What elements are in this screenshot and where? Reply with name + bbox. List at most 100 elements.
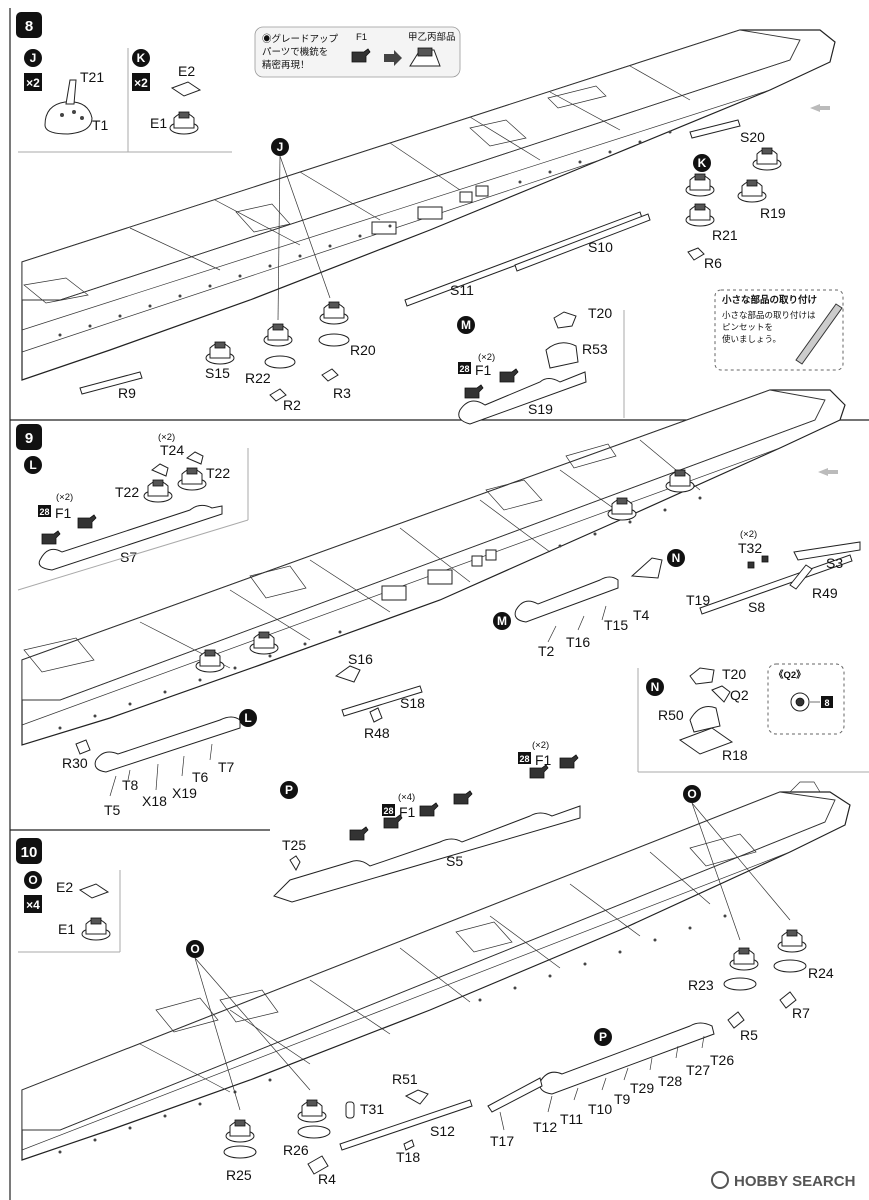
porthole-row [58,496,702,730]
callout-p: P [594,1028,612,1046]
step-8: 8 J ×2 T21 T1 K ×2 E2 E1 ◉グレードアップ パーツで機銃 [16,12,844,425]
watermark-text: HOBBY SEARCH [734,1173,855,1190]
part-label: F1 [399,804,416,820]
callout-j: J [271,138,289,156]
qty-badge: ×4 [26,898,40,912]
part-label: R2 [283,397,301,413]
svg-text:K: K [698,156,707,170]
callout-letter: P [285,783,293,797]
part-label: E1 [150,115,167,131]
carrier-hull [21,29,836,381]
part-label: T6 [192,769,209,785]
part-label: F1 [55,505,72,521]
gun-tub-strip [458,371,587,425]
subassembly-k: K ×2 E2 E1 [132,49,202,135]
step-10: 10 O ×4 E2 E1 [16,781,851,1187]
svg-text:M: M [497,614,507,628]
part-label: T16 [566,634,590,650]
part-label: T7 [218,759,235,775]
part-label: T4 [633,607,650,623]
part-label: T20 [722,666,746,682]
paint-badge: 28 [383,806,393,816]
part-label: X19 [172,785,197,801]
tip-line3: 使いましょう。 [722,334,781,344]
part-label: S3 [826,555,843,571]
paint-badge: 28 [39,507,49,517]
part-label: T18 [396,1149,420,1165]
part-label: R26 [283,1142,309,1158]
paint-badge: 28 [459,364,469,374]
part-label: T1 [92,117,109,133]
subassembly-o: O ×4 E2 E1 [24,871,111,941]
qty-note: (×4) [398,792,415,803]
part-label: R22 [245,370,271,386]
callout-letter: J [30,51,37,65]
arrow-right-icon [384,50,402,66]
part-label: S20 [740,129,765,145]
part-label: T31 [360,1101,384,1117]
grade-up-to-label: 甲乙丙部品 [408,31,456,43]
part-label: S12 [430,1123,455,1139]
part-label: F1 [535,752,552,768]
part-label: R5 [740,1027,758,1043]
qty-note: (×2) [478,352,495,363]
part-label: T5 [104,802,121,818]
part-label: T22 [115,484,139,500]
subassembly-p: P (×2) 28 F1 (×4) 28 F1 T25 S5 [273,740,581,903]
qty-note: (×2) [532,740,549,751]
subassembly-l: L (×2) T24 T22 T22 (×2) 28 F1 S7 [24,432,230,571]
qty-note: (×2) [56,492,73,503]
carrier-hull [21,389,846,746]
tip-line2: ピンセットを [722,322,773,332]
part-label: T28 [658,1073,682,1089]
svg-text:O: O [190,942,199,956]
part-label: T20 [588,305,612,321]
part-label: S10 [588,239,613,255]
part-label: T21 [80,69,104,85]
grade-up-from-label: F1 [356,32,367,43]
tip-box: 小さな部品の取り付け 小さな部品の取り付けは ピンセットを 使いましょう。 [714,289,844,371]
part-label: S18 [400,695,425,711]
step-number: 9 [25,430,33,447]
part-label: T12 [533,1119,557,1135]
part-label: R48 [364,725,390,741]
part-label: T2 [538,643,555,659]
part-label: T22 [206,465,230,481]
part-label: T19 [686,592,710,608]
step-number: 8 [25,18,33,35]
part-label: S19 [528,401,553,417]
callout-letter: N [651,680,660,694]
grade-up-note: ◉グレードアップ パーツで機銃を 精密再現！ F1 甲乙丙部品 [254,26,461,78]
part-label: R19 [760,205,786,221]
part-label: T17 [490,1133,514,1149]
part-label: T29 [630,1080,654,1096]
svg-text:P: P [599,1030,607,1044]
callout-n: N [667,549,685,567]
step-badge: 9 [16,424,42,450]
paint-badge: 28 [519,754,529,764]
part-label: S8 [748,599,765,615]
turret-base-part [44,101,93,135]
strip-part [514,213,651,272]
porthole-row [58,914,727,1154]
callout-letter: M [461,318,471,332]
part-label: Q2 [730,687,749,703]
q2-label: 《Q2》 [774,669,806,681]
part-label: E2 [178,63,195,79]
part-label: R49 [812,585,838,601]
callout-l: L [239,709,257,727]
part-label: R7 [792,1005,810,1021]
part-label: R24 [808,965,834,981]
qty-note: (×2) [158,432,175,443]
tip-line1: 小さな部品の取り付けは [722,310,816,320]
gun-tub-strip [273,805,581,903]
part-label: E1 [58,921,75,937]
part-label: R3 [333,385,351,401]
part-label: R23 [688,977,714,993]
subassembly-n: N T20 Q2 R50 R18 [646,666,749,763]
part-label: R30 [62,755,88,771]
part-label: R21 [712,227,738,243]
tip-title: 小さな部品の取り付け [721,294,817,306]
part-label: R53 [582,341,608,357]
